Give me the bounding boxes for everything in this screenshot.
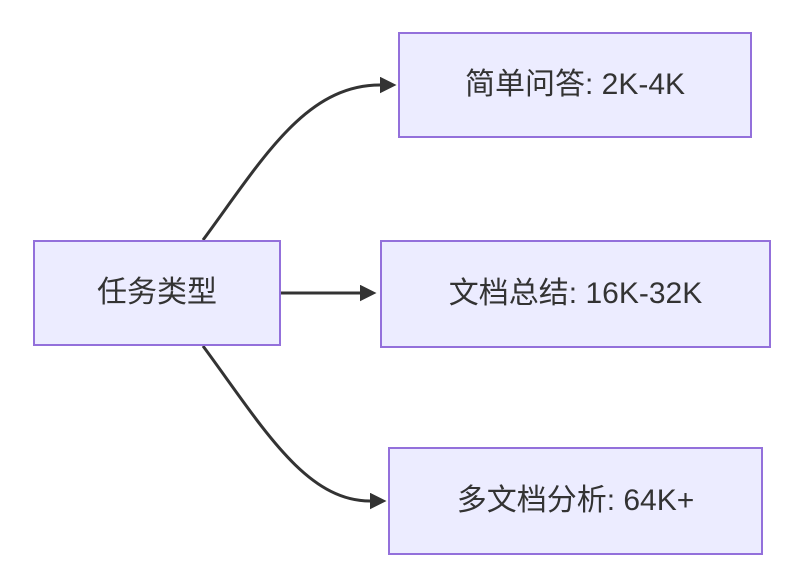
edge-task-type-to-multi-doc <box>201 345 387 510</box>
node-doc-summary-label: 文档总结: 16K-32K <box>448 277 703 310</box>
edge-task-type-to-simple-qa <box>201 76 397 241</box>
node-task-type: 任务类型 <box>33 240 281 346</box>
node-simple-qa-label: 简单问答: 2K-4K <box>464 68 686 101</box>
node-multi-doc-label: 多文档分析: 64K+ <box>456 484 695 517</box>
node-simple-qa: 简单问答: 2K-4K <box>398 32 752 138</box>
node-doc-summary: 文档总结: 16K-32K <box>380 240 771 348</box>
node-multi-doc: 多文档分析: 64K+ <box>388 447 763 555</box>
node-task-type-label: 任务类型 <box>97 276 217 309</box>
